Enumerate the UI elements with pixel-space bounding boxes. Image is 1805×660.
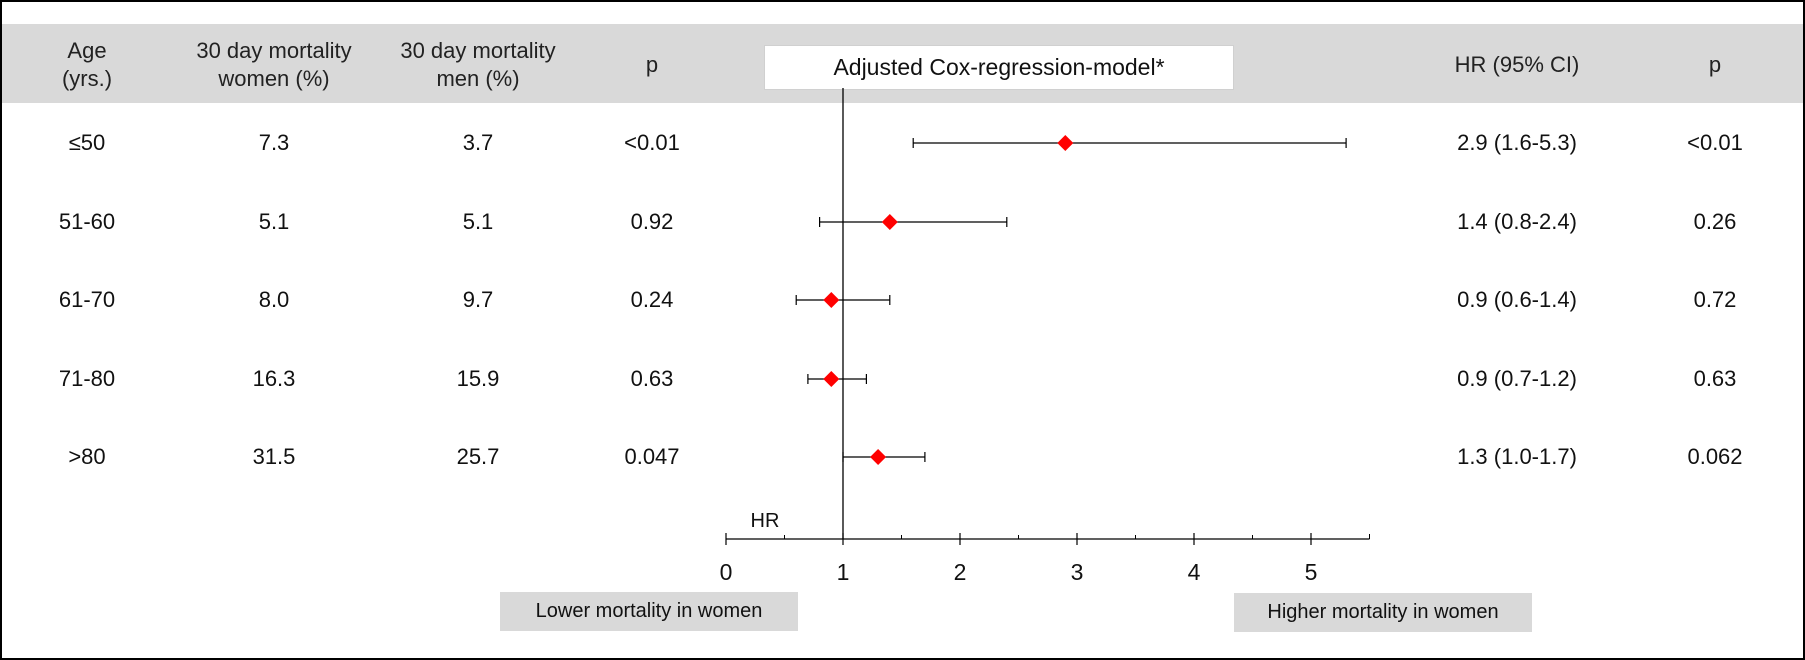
cell-p-adjusted: 0.72 [1693, 287, 1737, 312]
x-tick-label: 5 [1305, 559, 1318, 585]
x-axis-label: HR [751, 510, 780, 532]
hr-diamond-marker [823, 292, 840, 308]
cell-age: 61-70 [58, 287, 116, 312]
cell-women: 7.3 [258, 130, 290, 155]
table-row: >80 31.5 25.7 0.047 1.3 (1.0-1.7) 0.062 [2, 437, 1803, 477]
table-row: 51-60 5.1 5.1 0.92 1.4 (0.8-2.4) 0.26 [2, 202, 1803, 242]
cell-p: 0.24 [630, 287, 674, 312]
cell-p-adjusted: <0.01 [1687, 130, 1743, 155]
table-row: ≤50 7.3 3.7 <0.01 2.9 (1.6-5.3) <0.01 [2, 123, 1803, 163]
header-men-mortality: 30 day mortality men (%) [368, 37, 588, 93]
cell-hr-ci: 0.9 (0.6-1.4) [1457, 287, 1577, 312]
cell-p-adjusted: 0.63 [1693, 366, 1737, 391]
header-age-line2: (yrs.) [61, 66, 113, 91]
lower-mortality-label: Lower mortality in women [500, 592, 798, 631]
x-tick-label: 0 [720, 559, 733, 585]
cell-p: 0.047 [624, 444, 680, 469]
cell-men: 9.7 [462, 287, 494, 312]
higher-mortality-label: Higher mortality in women [1234, 593, 1532, 632]
x-tick-label: 3 [1071, 559, 1084, 585]
header-age: Age (yrs.) [32, 37, 142, 93]
x-tick-label: 4 [1188, 559, 1201, 585]
header-men-line1: 30 day mortality [400, 38, 556, 63]
cell-hr-ci: 1.3 (1.0-1.7) [1457, 444, 1577, 469]
model-title: Adjusted Cox-regression-model* [764, 45, 1234, 90]
hr-diamond-marker [870, 449, 887, 465]
table-row: 61-70 8.0 9.7 0.24 0.9 (0.6-1.4) 0.72 [2, 280, 1803, 320]
hr-diamond-marker [823, 371, 840, 387]
x-tick-label: 2 [954, 559, 967, 585]
header-women-mortality: 30 day mortality women (%) [164, 37, 384, 93]
header-women-line1: 30 day mortality [196, 38, 352, 63]
cell-women: 31.5 [252, 444, 296, 469]
cell-age: 71-80 [58, 366, 116, 391]
cell-men: 15.9 [456, 366, 500, 391]
cell-men: 5.1 [462, 209, 494, 234]
cell-hr-ci: 2.9 (1.6-5.3) [1457, 130, 1577, 155]
cell-women: 8.0 [258, 287, 290, 312]
header-p-adjusted: p [1708, 52, 1722, 77]
cell-women: 5.1 [258, 209, 290, 234]
cell-hr-ci: 0.9 (0.7-1.2) [1457, 366, 1577, 391]
header-men-line2: men (%) [436, 66, 520, 91]
cell-age: >80 [68, 444, 106, 469]
header-p: p [645, 52, 659, 77]
cell-p-adjusted: 0.062 [1687, 444, 1743, 469]
cell-p: 0.63 [630, 366, 674, 391]
cell-hr-ci: 1.4 (0.8-2.4) [1457, 209, 1577, 234]
hr-diamond-marker [1057, 135, 1074, 151]
hr-diamond-marker [881, 214, 898, 230]
cell-age: ≤50 [68, 130, 106, 155]
header-women-line2: women (%) [218, 66, 330, 91]
table-row: 71-80 16.3 15.9 0.63 0.9 (0.7-1.2) 0.63 [2, 359, 1803, 399]
cell-women: 16.3 [252, 366, 296, 391]
cell-age: 51-60 [58, 209, 116, 234]
cell-p: 0.92 [630, 209, 674, 234]
x-tick-label: 1 [837, 559, 850, 585]
cell-p: <0.01 [624, 130, 680, 155]
cell-men: 3.7 [462, 130, 494, 155]
header-hr-ci: HR (95% CI) [1454, 52, 1580, 77]
cell-men: 25.7 [456, 444, 500, 469]
header-age-line1: Age [67, 38, 107, 63]
cell-p-adjusted: 0.26 [1693, 209, 1737, 234]
